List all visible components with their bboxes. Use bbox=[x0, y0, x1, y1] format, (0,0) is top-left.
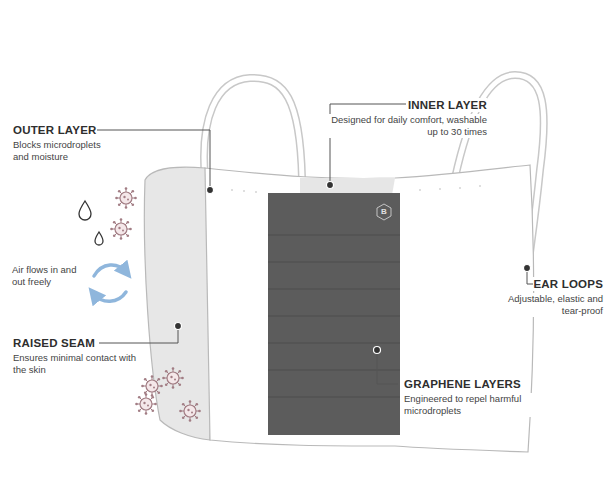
part-heading: EAR LOOPS bbox=[533, 277, 603, 291]
logo-hexagon bbox=[377, 204, 391, 220]
mask-side bbox=[144, 167, 215, 440]
graphene-panel bbox=[268, 193, 400, 435]
brand-logo: B bbox=[381, 207, 387, 217]
virus-icon bbox=[110, 187, 201, 422]
part-description: Blocks microdroplets and moisture bbox=[13, 139, 118, 163]
part-description: Engineered to repel harmful microdroplet… bbox=[404, 393, 544, 417]
inner-layer-strip bbox=[300, 178, 395, 195]
perforation bbox=[231, 185, 481, 193]
part-description: Ensures minimal contact with the skin bbox=[13, 352, 148, 376]
part-description: Designed for daily comfort, washable up … bbox=[327, 114, 487, 138]
leader-dot bbox=[175, 182, 531, 354]
leader-line bbox=[96, 104, 534, 384]
airflow-arrow bbox=[94, 265, 126, 301]
part-heading: INNER LAYER bbox=[408, 98, 487, 112]
airflow-note: Air flows in and out freely bbox=[12, 264, 88, 288]
part-heading: OUTER LAYER bbox=[13, 123, 97, 137]
part-heading: GRAPHENE LAYERS bbox=[404, 377, 521, 391]
droplet bbox=[79, 201, 103, 245]
part-heading: RAISED SEAM bbox=[13, 336, 95, 350]
part-description: Adjustable, elastic and tear-proof bbox=[498, 293, 603, 317]
